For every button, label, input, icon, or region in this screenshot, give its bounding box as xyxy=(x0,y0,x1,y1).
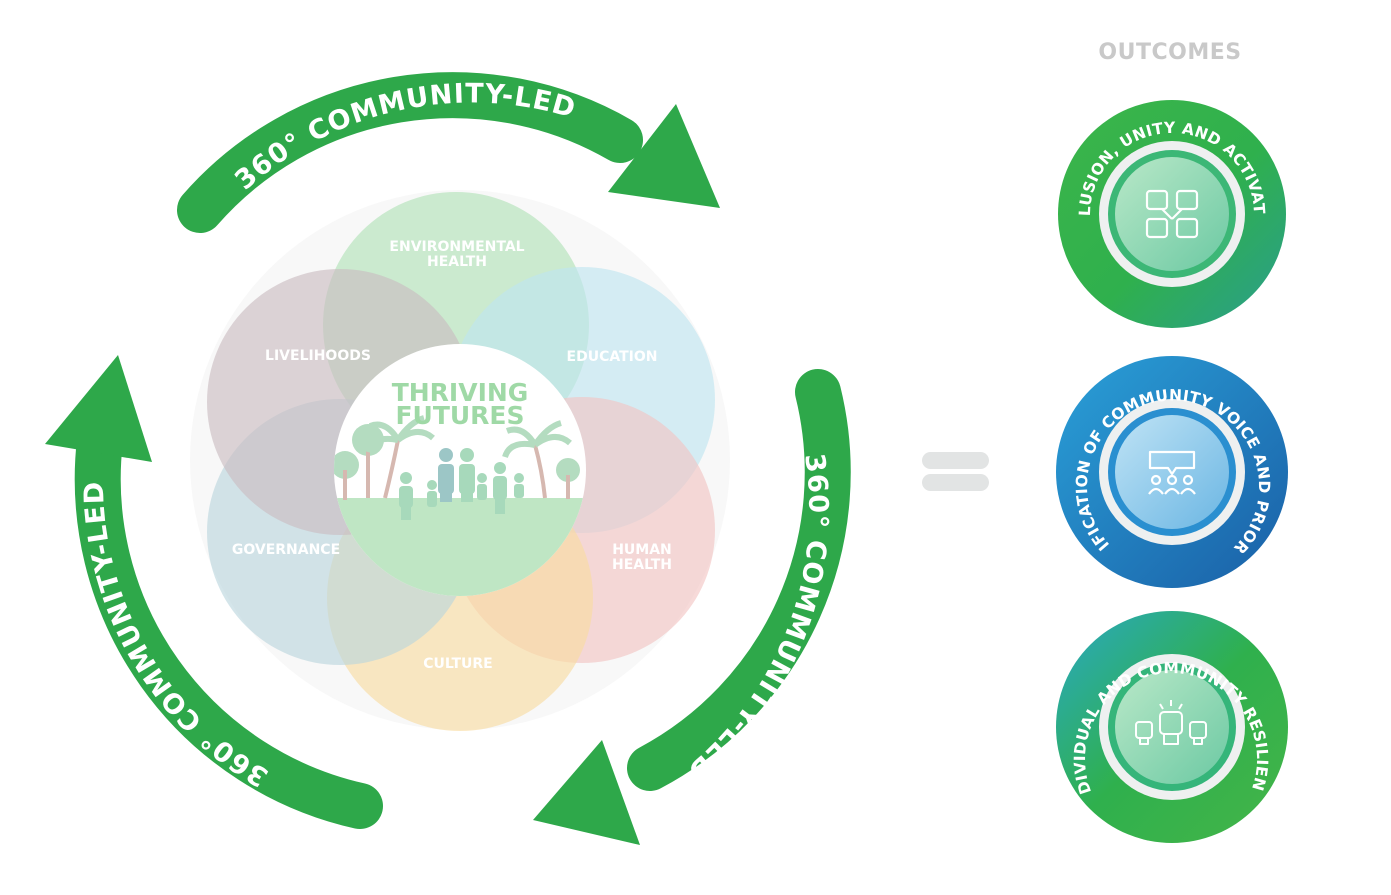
outcomes-title: OUTCOMES xyxy=(1098,40,1242,65)
petal-label-human-2: HEALTH xyxy=(612,557,672,573)
equals-icon xyxy=(922,452,989,491)
petal-label-education: EDUCATION xyxy=(567,349,658,365)
center-title-line2: FUTURES xyxy=(395,401,524,430)
petal-label-environmental-2: HEALTH xyxy=(427,254,487,270)
trees-icon xyxy=(334,415,580,500)
petal-label-environmental-1: ENVIRONMENTAL xyxy=(389,239,524,255)
handshake-icon xyxy=(1145,189,1199,239)
people-icon xyxy=(399,448,524,520)
petal-label-livelihoods: LIVELIHOODS xyxy=(265,348,371,364)
raised-fists-icon xyxy=(1135,700,1207,745)
venn-diagram: THRIVING FUTURES ENVIRONMENTAL HEALTH ED… xyxy=(190,190,730,731)
petal-label-governance: GOVERNANCE xyxy=(232,542,340,558)
petal-label-culture: CULTURE xyxy=(423,656,493,672)
cycle-arrow-top-label: 360° COMMUNITY-LED xyxy=(229,78,579,196)
center-title-line1: THRIVING xyxy=(392,378,529,407)
petal-label-human-1: HUMAN xyxy=(612,542,672,558)
community-discussion-icon xyxy=(1148,450,1196,495)
